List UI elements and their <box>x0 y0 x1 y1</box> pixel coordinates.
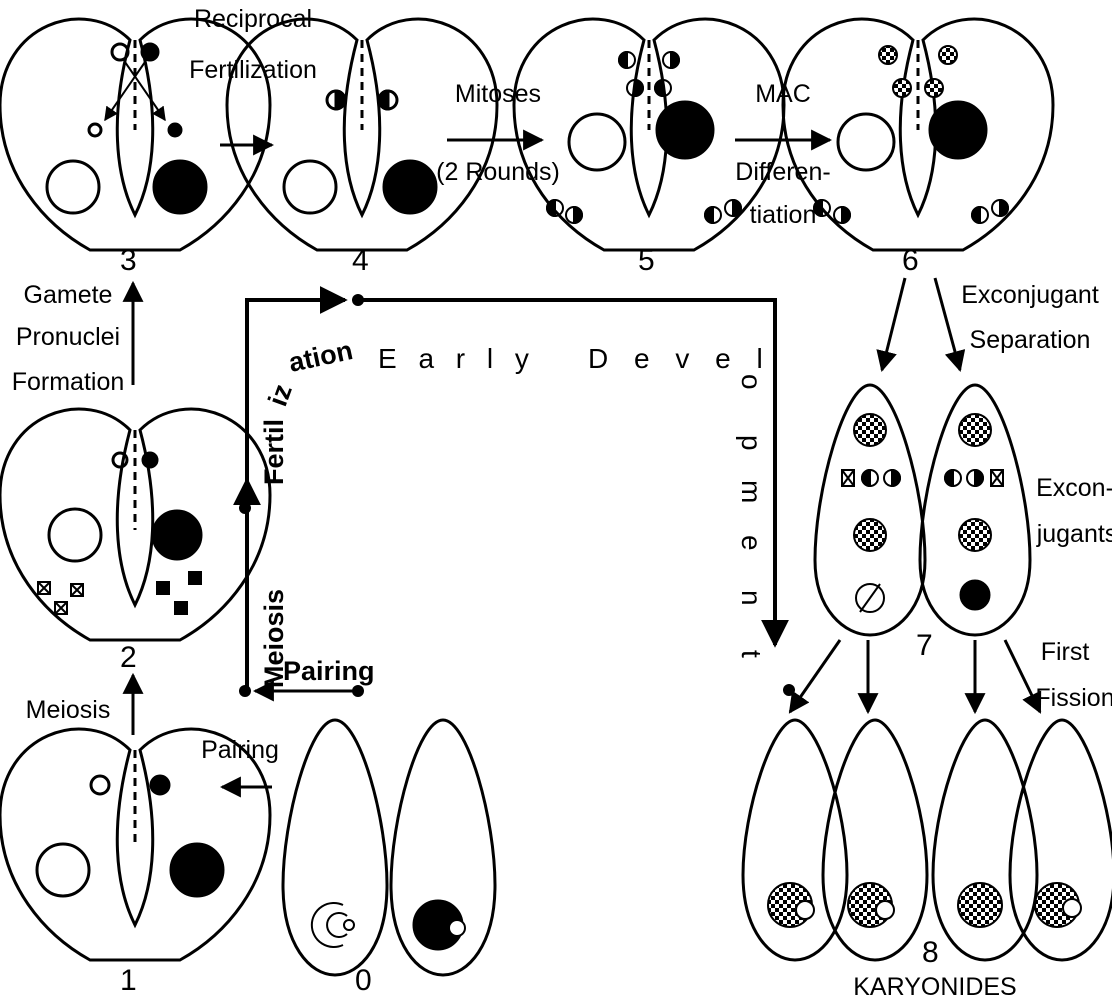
label-pronuclei: Pronuclei <box>16 323 120 351</box>
stage-number-7: 7 <box>916 629 933 662</box>
label-meiosis: Meiosis <box>26 696 111 724</box>
timeline-label-o: o <box>736 374 767 390</box>
stage-7-exconjugant-left <box>815 385 925 635</box>
timeline-label-e: e <box>736 535 767 551</box>
label-differen: Differen- <box>735 158 830 186</box>
stage-2-pair <box>0 409 270 640</box>
timeline-label-fertil: Fertil <box>259 419 289 485</box>
timeline-dot-early-development <box>352 294 364 306</box>
timeline-label-n: n <box>736 590 767 606</box>
timeline-labels: Pairing Meiosis Fertil iz ation E a r l … <box>259 335 771 688</box>
timeline-label-ation: ation <box>286 335 355 378</box>
label-fission: Fission <box>1035 684 1112 712</box>
label-reciprocal: Reciprocal <box>194 5 312 33</box>
timeline-label-p: p <box>736 435 767 451</box>
timeline-label-pairing: Pairing <box>283 656 375 686</box>
stage-number-1: 1 <box>120 964 137 997</box>
timeline-label-early: E a r l y <box>378 343 535 374</box>
stage-5-pair <box>514 19 784 250</box>
stage-number-8: 8 <box>922 936 939 969</box>
stage-0-cell-right <box>391 720 495 975</box>
timeline-dot-pairing-start <box>352 685 364 697</box>
label-karyonides: KARYONIDES <box>853 973 1016 1001</box>
label-mac: MAC <box>755 80 811 108</box>
degenerate-nuclei-left <box>38 582 83 614</box>
label-gamete: Gamete <box>24 281 113 309</box>
label-mitoses: Mitoses <box>455 80 541 108</box>
timeline-label-t: t <box>736 650 767 658</box>
stage-number-5: 5 <box>638 244 655 277</box>
timeline-label-iz: iz <box>262 380 297 410</box>
karyonide-3 <box>933 720 1037 960</box>
karyonide-4 <box>1010 720 1112 960</box>
stage-number-2: 2 <box>120 641 137 674</box>
timeline-dot-fertilization <box>239 502 251 514</box>
label-excon: Excon- <box>1036 474 1112 502</box>
stage-number-4: 4 <box>352 244 369 277</box>
label-tiation: tiation <box>750 201 817 229</box>
label-two-rounds: (2 Rounds) <box>436 158 560 186</box>
timeline-dot-end <box>783 684 795 696</box>
stage-0-cell-left <box>283 720 387 975</box>
timeline-label-devel: D e v e l <box>588 343 771 374</box>
label-first: First <box>1041 638 1090 666</box>
stage-7-exconjugant-right <box>920 385 1030 635</box>
degenerate-nuclei-right <box>157 572 201 614</box>
stage-number-3: 3 <box>120 244 137 277</box>
stage-number-0: 0 <box>355 964 372 997</box>
label-pairing: Pairing <box>201 736 279 764</box>
stage-number-6: 6 <box>902 244 919 277</box>
label-exconjugant: Exconjugant <box>961 281 1099 309</box>
label-separation: Separation <box>970 326 1091 354</box>
label-fertilization: Fertilization <box>189 56 317 84</box>
stage-6-pair <box>783 19 1053 250</box>
timeline-dot-meiosis <box>239 685 251 697</box>
timeline-label-m: m <box>736 480 767 503</box>
label-formation: Formation <box>12 368 125 396</box>
timeline-label-meiosis: Meiosis <box>259 589 289 688</box>
label-jugants: jugants <box>1036 520 1112 548</box>
